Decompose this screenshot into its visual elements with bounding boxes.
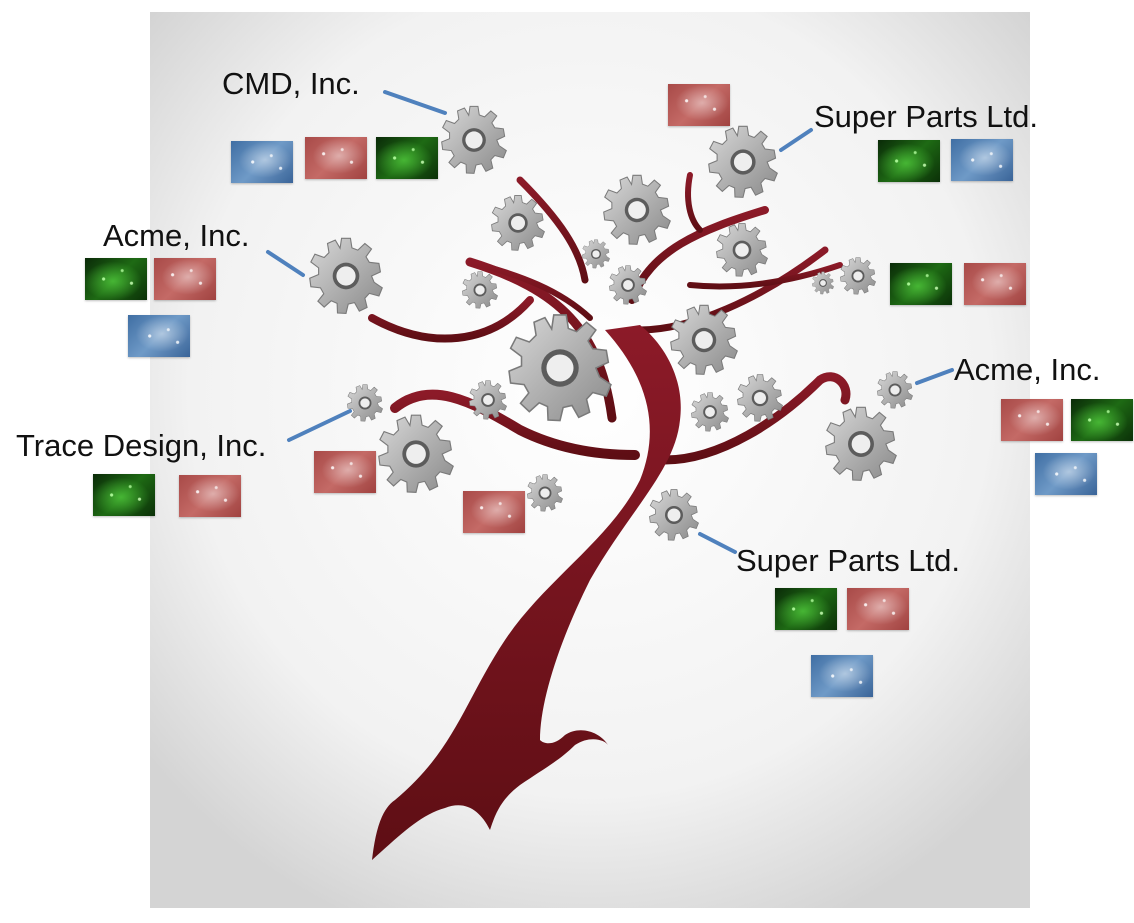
swatch-tile-green [890,263,952,305]
swatch-tile-red [305,137,367,179]
connector-line [779,128,813,152]
connector-lines [266,90,954,554]
company-label-trace-design: Trace Design, Inc. [16,428,267,463]
swatch-tile-red [154,258,216,300]
connector-line [287,409,352,442]
swatch-tile-blue [1035,453,1097,495]
company-label-super-parts-top: Super Parts Ltd. [814,99,1039,134]
swatch-tile-red [668,84,730,126]
swatch-tile-green [376,137,438,179]
swatch-tile-green [93,474,155,516]
swatch-tile-red [314,451,376,493]
swatch-tile-red [1001,399,1063,441]
swatch-tile-red [179,475,241,517]
swatch-tile-red [847,588,909,630]
company-label-acme-left: Acme, Inc. [103,218,250,253]
swatch-tile-red [463,491,525,533]
company-label-cmd: CMD, Inc. [222,66,360,101]
connector-line [698,532,737,554]
connector-line [266,250,305,277]
company-label-super-parts-bottom: Super Parts Ltd. [736,543,961,578]
swatch-tile-blue [128,315,190,357]
tree-trunk [372,325,681,860]
swatch-tile-green [878,140,940,182]
swatch-tile-blue [231,141,293,183]
swatch-tile-red [964,263,1026,305]
swatch-tile-green [775,588,837,630]
connector-line [383,90,447,115]
swatch-tile-blue [951,139,1013,181]
company-label-acme-right: Acme, Inc. [954,352,1101,387]
swatch-tile-green [85,258,147,300]
swatch-tile-green [1071,399,1133,441]
connector-line [915,368,954,385]
swatch-tile-blue [811,655,873,697]
